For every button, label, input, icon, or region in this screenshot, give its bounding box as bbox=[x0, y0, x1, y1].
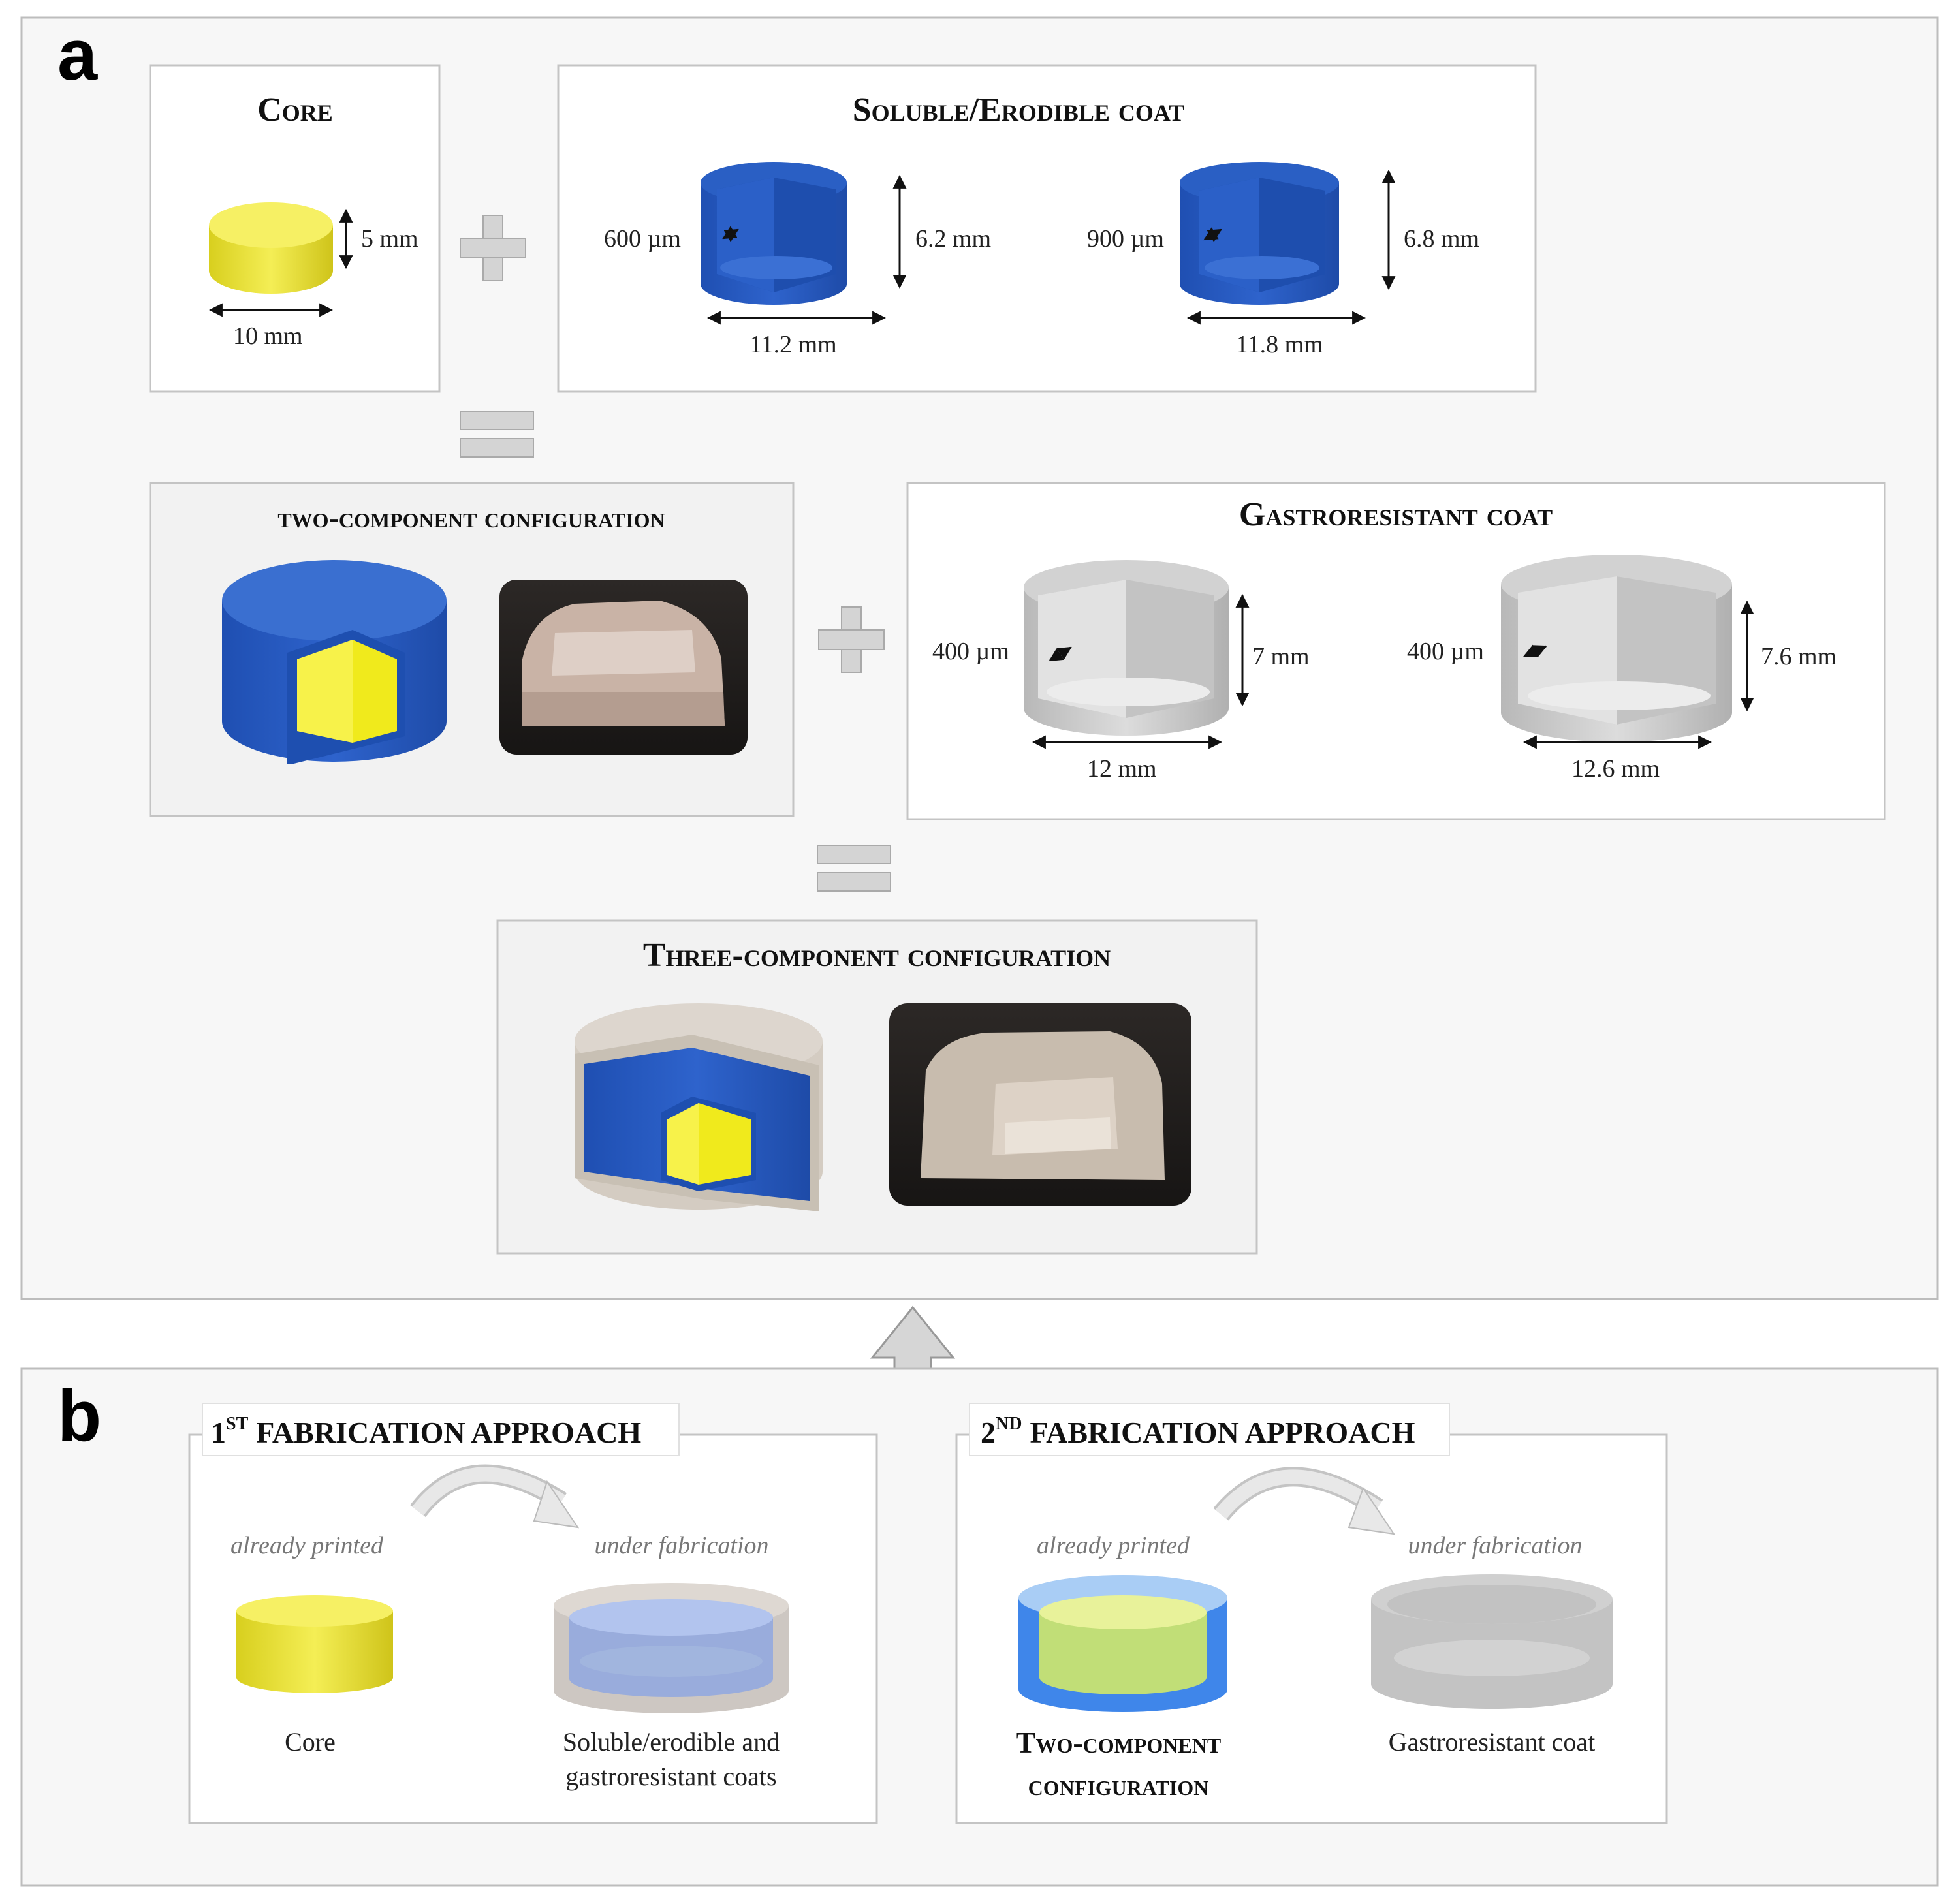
core-height-label: 5 mm bbox=[361, 225, 418, 253]
gastro-coat-cup-left-icon bbox=[1024, 560, 1229, 736]
gastro-left-height-label: 7 mm bbox=[1252, 643, 1310, 670]
three-component-cutaway-icon bbox=[575, 1003, 823, 1211]
two-component-cylinder-icon bbox=[1018, 1575, 1227, 1712]
approach2-left-status: already printed bbox=[1037, 1532, 1190, 1559]
gastro-left-diameter-label: 12 mm bbox=[1087, 755, 1157, 783]
soluble-right-height-label: 6.8 mm bbox=[1404, 225, 1479, 253]
three-component-box: Three-component configuration bbox=[496, 919, 1258, 1255]
approach2-title: 2ND FABRICATION APPROACH bbox=[981, 1414, 1415, 1449]
approach1-right-caption-line1: Soluble/erodible and bbox=[563, 1727, 780, 1756]
equals-icon bbox=[817, 845, 891, 892]
two-component-title: two-component configuration bbox=[277, 501, 665, 534]
core-diameter-label: 10 mm bbox=[233, 322, 303, 350]
approach2-left-caption-line2: configuration bbox=[1028, 1768, 1209, 1802]
soluble-left-height-label: 6.2 mm bbox=[915, 225, 991, 253]
soluble-coat-box: Soluble/Erodible coat 600 µm 6.2 mm 11.2… bbox=[557, 64, 1537, 393]
approach1-title: 1ST FABRICATION APPROACH bbox=[211, 1414, 641, 1449]
soluble-left-diameter-label: 11.2 mm bbox=[749, 331, 837, 358]
curved-arrow-icon bbox=[410, 1464, 580, 1529]
approach1-right-status: under fabrication bbox=[594, 1532, 768, 1559]
three-component-photo bbox=[889, 1003, 1191, 1206]
two-component-cutaway-icon bbox=[222, 560, 447, 764]
approach2-right-caption: Gastroresistant coat bbox=[1389, 1727, 1596, 1756]
approach2-ordinal: 2 bbox=[981, 1416, 996, 1449]
core-cylinder-icon bbox=[236, 1595, 393, 1693]
approach1-ordinal: 1 bbox=[211, 1416, 226, 1449]
approach2-title-text: FABRICATION APPROACH bbox=[1030, 1416, 1415, 1449]
two-component-box: two-component configuration bbox=[149, 482, 795, 817]
approach2-ordinal-suffix: ND bbox=[996, 1414, 1022, 1434]
gastro-coat-cup-right-icon bbox=[1501, 555, 1732, 742]
approach1-right-caption-line2: gastroresistant coats bbox=[565, 1762, 776, 1791]
soluble-left-thickness-label: 600 µm bbox=[604, 225, 681, 253]
three-component-title: Three-component configuration bbox=[643, 937, 1111, 974]
panel-b-label: b bbox=[57, 1376, 101, 1456]
approach1-left-status: already printed bbox=[230, 1532, 384, 1559]
core-cylinder-icon bbox=[209, 202, 333, 294]
gastroresistant-cup-icon bbox=[1371, 1574, 1613, 1709]
gastro-right-diameter-label: 12.6 mm bbox=[1571, 755, 1660, 783]
approach1-left-caption: Core bbox=[285, 1727, 336, 1756]
two-component-photo bbox=[499, 580, 748, 755]
soluble-coat-title: Soluble/Erodible coat bbox=[853, 91, 1184, 129]
gastro-right-thickness-label: 400 µm bbox=[1407, 638, 1484, 665]
equals-icon bbox=[460, 411, 534, 458]
soluble-coat-cup-right-icon bbox=[1180, 162, 1339, 305]
plus-icon bbox=[818, 606, 885, 673]
gastroresistant-coat-title: Gastroresistant coat bbox=[1239, 496, 1553, 533]
plus-icon bbox=[460, 215, 526, 281]
approach2-right-status: under fabrication bbox=[1408, 1532, 1582, 1559]
coats-cup-icon bbox=[554, 1583, 789, 1713]
core-title: Core bbox=[257, 91, 333, 129]
soluble-coat-cup-left-icon bbox=[701, 162, 847, 305]
soluble-right-diameter-label: 11.8 mm bbox=[1236, 331, 1323, 358]
gastro-left-thickness-label: 400 µm bbox=[932, 638, 1009, 665]
curved-arrow-icon bbox=[1213, 1467, 1396, 1535]
approach2-left-caption-line1: Two-component bbox=[1016, 1726, 1221, 1759]
approach1-title-text: FABRICATION APPROACH bbox=[256, 1416, 641, 1449]
panel-a-label: a bbox=[57, 15, 98, 95]
soluble-right-thickness-label: 900 µm bbox=[1087, 225, 1164, 253]
gastroresistant-coat-box: Gastroresistant coat 400 µm 7 mm 12 mm 4… bbox=[906, 482, 1886, 820]
approach1-ordinal-suffix: ST bbox=[226, 1414, 249, 1434]
core-box: Core 5 mm 10 mm bbox=[149, 64, 441, 393]
gastro-right-height-label: 7.6 mm bbox=[1761, 643, 1837, 670]
